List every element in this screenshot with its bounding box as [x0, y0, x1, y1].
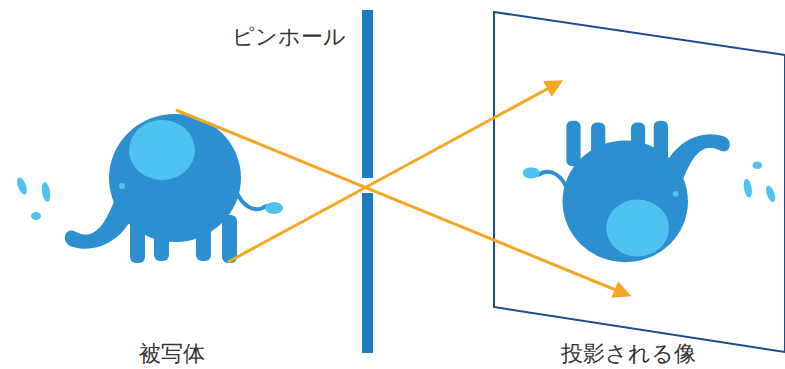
screen — [494, 12, 785, 352]
pinhole-label: ピンホール — [232, 24, 346, 50]
subject-label: 被写体 — [139, 341, 205, 367]
light-ray — [228, 82, 560, 262]
pinhole-plate — [362, 10, 373, 178]
pinhole-plate — [362, 193, 373, 353]
image-label: 投影される像 — [561, 341, 696, 367]
light-ray — [176, 110, 628, 295]
projected-image — [523, 121, 777, 263]
